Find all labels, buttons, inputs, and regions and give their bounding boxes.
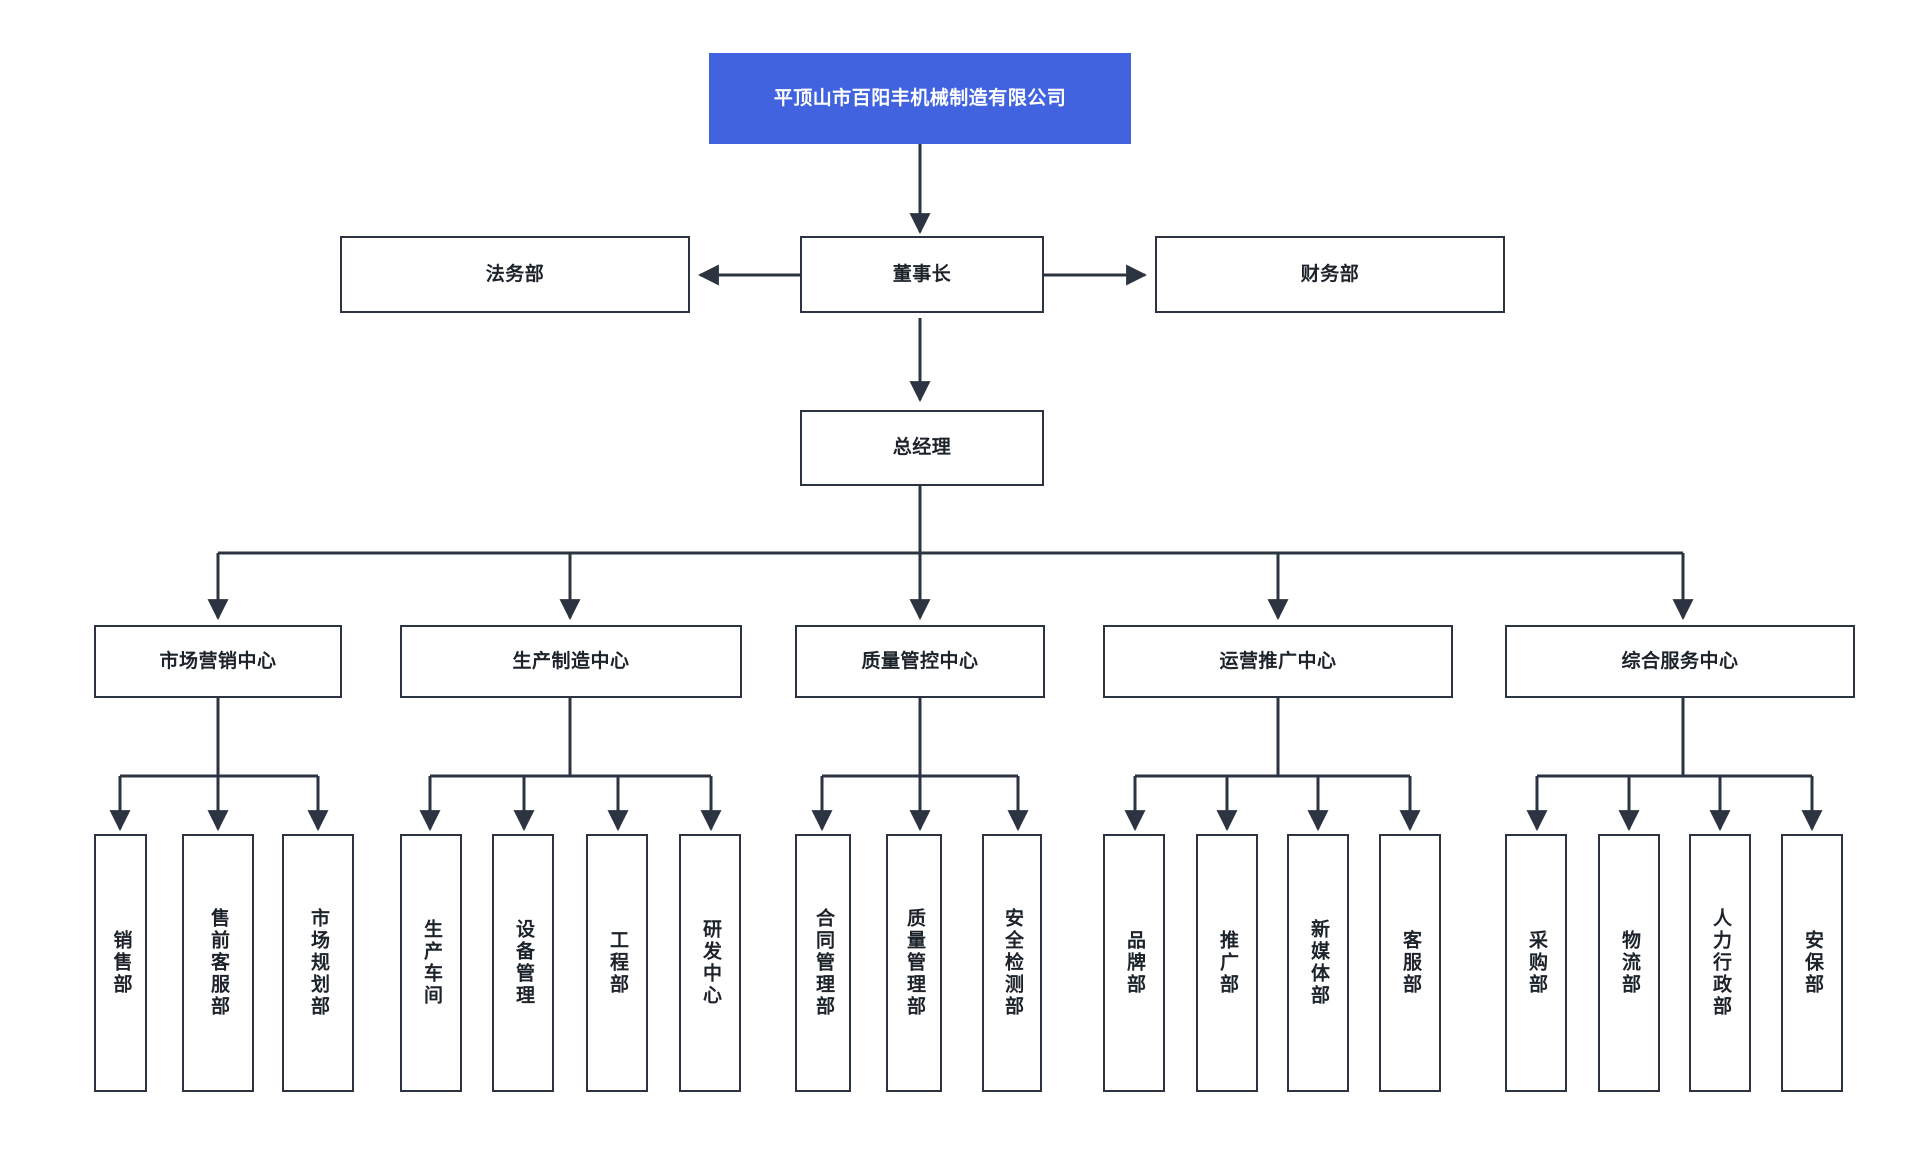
node-label: 合同管理部 <box>812 908 834 1018</box>
node-dept-rnd-center[interactable]: 研发中心 <box>679 834 741 1092</box>
node-label: 客服部 <box>1399 930 1421 996</box>
node-center-production[interactable]: 生产制造中心 <box>400 625 742 698</box>
node-label: 销售部 <box>110 930 132 996</box>
node-label: 研发中心 <box>699 919 721 1007</box>
node-dept-production-workshop[interactable]: 生产车间 <box>400 834 462 1092</box>
node-chairman[interactable]: 董事长 <box>800 236 1044 313</box>
node-label: 市场营销中心 <box>159 650 277 672</box>
node-label: 生产车间 <box>420 919 442 1007</box>
node-dept-quality-management[interactable]: 质量管理部 <box>886 834 942 1092</box>
node-finance-department[interactable]: 财务部 <box>1155 236 1505 313</box>
node-label: 平顶山市百阳丰机械制造有限公司 <box>773 87 1067 109</box>
node-label: 安全检测部 <box>1001 908 1023 1018</box>
node-dept-market-planning[interactable]: 市场规划部 <box>282 834 354 1092</box>
node-label: 财务部 <box>1300 263 1360 285</box>
node-dept-brand[interactable]: 品牌部 <box>1103 834 1165 1092</box>
node-label: 品牌部 <box>1123 930 1145 996</box>
node-company-root[interactable]: 平顶山市百阳丰机械制造有限公司 <box>709 53 1131 144</box>
node-label: 安保部 <box>1801 930 1823 996</box>
node-label: 法务部 <box>485 263 545 285</box>
node-label: 质量管理部 <box>903 908 925 1018</box>
node-dept-equipment-management[interactable]: 设备管理 <box>492 834 554 1092</box>
node-dept-hr-administration[interactable]: 人力行政部 <box>1689 834 1751 1092</box>
node-center-quality[interactable]: 质量管控中心 <box>795 625 1045 698</box>
node-legal-department[interactable]: 法务部 <box>340 236 690 313</box>
node-dept-sales[interactable]: 销售部 <box>94 834 147 1092</box>
node-label: 人力行政部 <box>1709 908 1731 1018</box>
node-label: 推广部 <box>1216 930 1238 996</box>
node-label: 售前客服部 <box>207 908 229 1018</box>
node-label: 总经理 <box>892 437 952 459</box>
node-label: 董事长 <box>892 263 952 285</box>
node-label: 生产制造中心 <box>512 650 630 672</box>
node-dept-contract-management[interactable]: 合同管理部 <box>795 834 851 1092</box>
node-general-manager[interactable]: 总经理 <box>800 410 1044 486</box>
node-label: 采购部 <box>1525 930 1547 996</box>
node-label: 运营推广中心 <box>1219 650 1337 672</box>
node-label: 工程部 <box>606 930 628 996</box>
node-dept-presales-service[interactable]: 售前客服部 <box>182 834 254 1092</box>
node-label: 新媒体部 <box>1307 919 1329 1007</box>
node-dept-procurement[interactable]: 采购部 <box>1505 834 1567 1092</box>
node-dept-promotion[interactable]: 推广部 <box>1196 834 1258 1092</box>
node-center-operations[interactable]: 运营推广中心 <box>1103 625 1453 698</box>
node-dept-engineering[interactable]: 工程部 <box>586 834 648 1092</box>
node-label: 物流部 <box>1618 930 1640 996</box>
node-dept-logistics[interactable]: 物流部 <box>1598 834 1660 1092</box>
node-label: 市场规划部 <box>307 908 329 1018</box>
node-dept-new-media[interactable]: 新媒体部 <box>1287 834 1349 1092</box>
node-dept-customer-service[interactable]: 客服部 <box>1379 834 1441 1092</box>
node-dept-safety-inspection[interactable]: 安全检测部 <box>982 834 1042 1092</box>
node-label: 设备管理 <box>512 919 534 1007</box>
node-center-marketing[interactable]: 市场营销中心 <box>94 625 342 698</box>
node-label: 质量管控中心 <box>861 650 979 672</box>
node-dept-security[interactable]: 安保部 <box>1781 834 1843 1092</box>
node-center-services[interactable]: 综合服务中心 <box>1505 625 1855 698</box>
node-label: 综合服务中心 <box>1621 650 1739 672</box>
